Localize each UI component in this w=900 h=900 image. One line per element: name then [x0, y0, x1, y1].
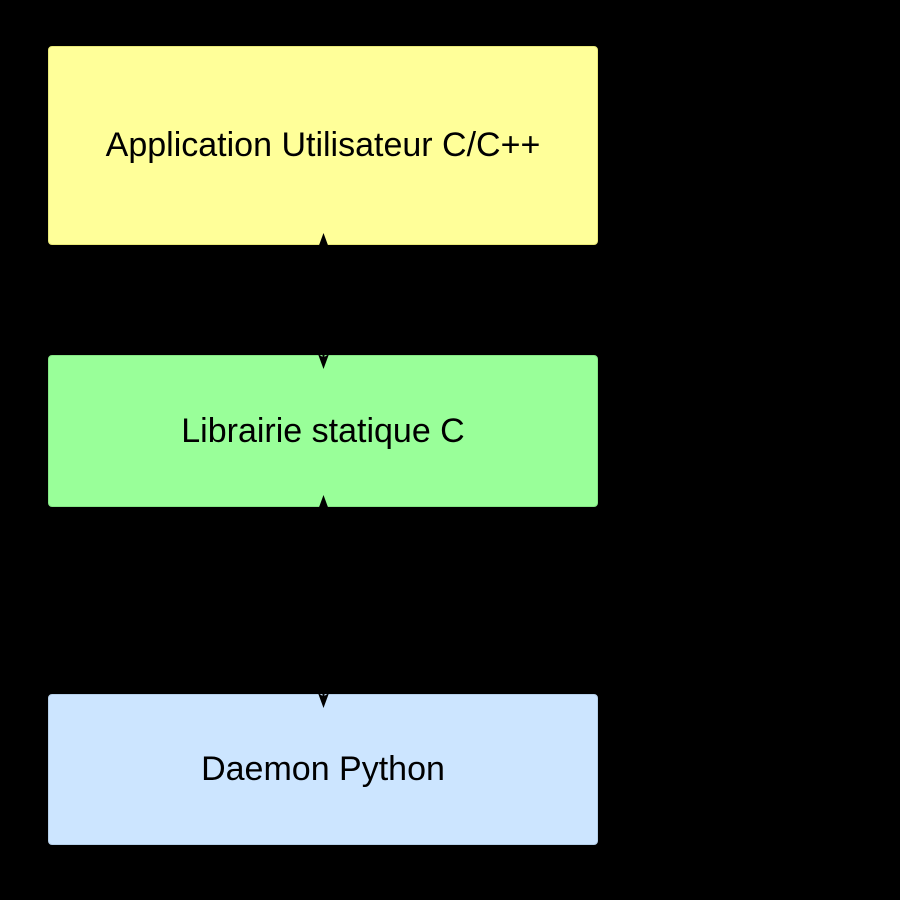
node-label: Daemon Python [201, 750, 445, 789]
node-application-utilisateur-c-cpp: Application Utilisateur C/C++ [48, 46, 598, 245]
node-librairie-statique-c: Librairie statique C [48, 355, 598, 507]
node-daemon-python: Daemon Python [48, 694, 598, 845]
node-label: Librairie statique C [181, 411, 465, 450]
node-label: Application Utilisateur C/C++ [105, 126, 541, 165]
